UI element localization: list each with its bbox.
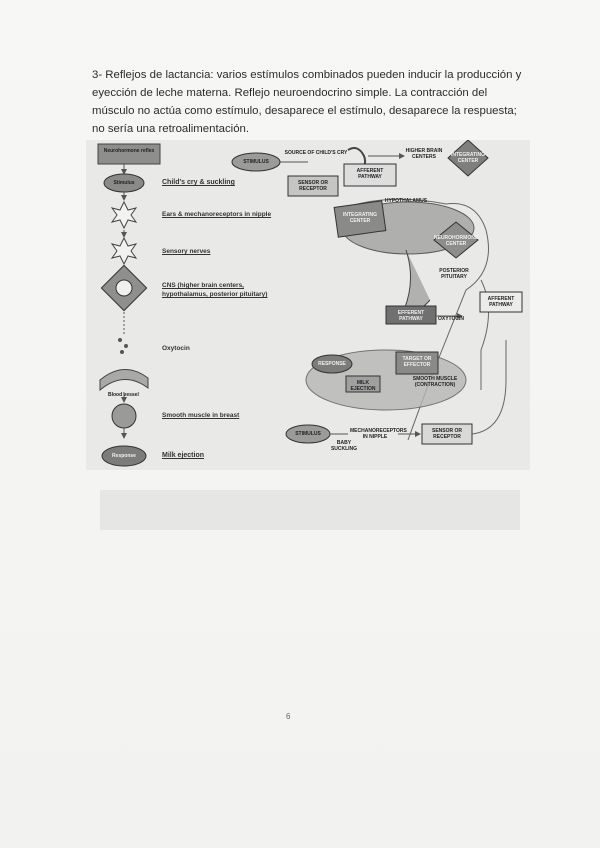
intro-paragraph: 3- Reflejos de lactancia: varios estímul… bbox=[92, 69, 522, 135]
oxytocin-label: Oxytocin bbox=[162, 345, 190, 352]
response-oval bbox=[101, 445, 147, 467]
reflex-title: Neurohormone reflex bbox=[103, 148, 155, 154]
faint-bleed-through bbox=[100, 490, 520, 530]
stimulus-label: Child's cry & suckling bbox=[162, 179, 235, 186]
lactation-reflex-figure: Neurohormone reflex Stimulus Child's cry… bbox=[86, 140, 530, 470]
stimulus-bottom-text: STIMULUS bbox=[295, 431, 321, 437]
sensor-box-top bbox=[287, 175, 339, 197]
neurohormone-diamond bbox=[433, 221, 479, 259]
integrating-center-2-box bbox=[333, 200, 387, 238]
hypothalamus-label: HYPOTHALAMUS bbox=[384, 198, 428, 204]
higher-brain-label: HIGHER BRAIN CENTERS bbox=[405, 148, 443, 160]
mechanoreceptors-label: MECHANORECEPTORS IN NIPPLE bbox=[350, 428, 407, 440]
milk-ejection-label: MILK EJECTION bbox=[350, 380, 376, 392]
efferent-box bbox=[385, 305, 437, 325]
target-cell bbox=[111, 403, 137, 429]
response-right-label: RESPONSE bbox=[318, 361, 346, 367]
afferent-box-top bbox=[343, 163, 397, 187]
milk-box bbox=[345, 375, 381, 393]
afferent-pathway-top-label: AFFERENT PATHWAY bbox=[356, 168, 384, 180]
target-label: Smooth muscle in breast bbox=[162, 412, 240, 419]
integrating-center-label: INTEGRATING CENTER bbox=[450, 152, 486, 164]
sensor-receptor-label: SENSOR OR RECEPTOR bbox=[297, 180, 328, 192]
receptor-star bbox=[110, 200, 138, 230]
smooth-muscle-label: SMOOTH MUSCLE (CONTRACTION) bbox=[412, 376, 458, 388]
integrating-diamond-top bbox=[447, 140, 489, 177]
stimulus-text: Stimulus bbox=[113, 180, 135, 186]
cns-label-2: hypothalamus, posterior pituitary) bbox=[162, 291, 268, 298]
target-box bbox=[395, 351, 439, 375]
blood-vessel-label: Blood vessel bbox=[108, 392, 139, 398]
baby-suckling-label: BABY SUCKLING bbox=[330, 440, 358, 452]
page-number: 6 bbox=[286, 712, 291, 721]
posterior-pituitary-label: POSTERIOR PITUITARY bbox=[439, 268, 469, 280]
response-label: Milk ejection bbox=[162, 452, 205, 459]
sensory-label: Sensory nerves bbox=[162, 248, 211, 255]
integrating-center-2-label: INTEGRATING CENTER bbox=[342, 212, 378, 224]
receptor-label: Ears & mechanoreceptors in nipple bbox=[162, 211, 272, 218]
cns-label-1: CNS (higher brain centers, bbox=[162, 282, 244, 289]
figure-drawing bbox=[97, 140, 523, 467]
reflex-title-box bbox=[97, 143, 161, 165]
stimulus-top-text: STIMULUS bbox=[243, 159, 269, 165]
efferent-pathway-label: EFFERENT PATHWAY bbox=[397, 310, 425, 322]
oxytocin-right-label: OXYTOCIN bbox=[438, 316, 465, 322]
response-text: Response bbox=[112, 453, 136, 459]
blood-vessel bbox=[99, 369, 149, 392]
response-oval-right bbox=[311, 354, 353, 374]
sensory-star bbox=[110, 236, 138, 266]
neurohormone-center-label: NEUROHORMONE CENTER bbox=[434, 235, 479, 247]
afferent-pathway-right-label: AFFERENT PATHWAY bbox=[487, 296, 515, 308]
afferent-box-right bbox=[479, 291, 523, 313]
source-of-cry: SOURCE OF CHILD'S CRY bbox=[284, 150, 348, 156]
sensor-receptor-bottom-label: SENSOR OR RECEPTOR bbox=[431, 428, 462, 440]
target-effector-label: TARGET OR EFFECTOR bbox=[402, 356, 432, 368]
